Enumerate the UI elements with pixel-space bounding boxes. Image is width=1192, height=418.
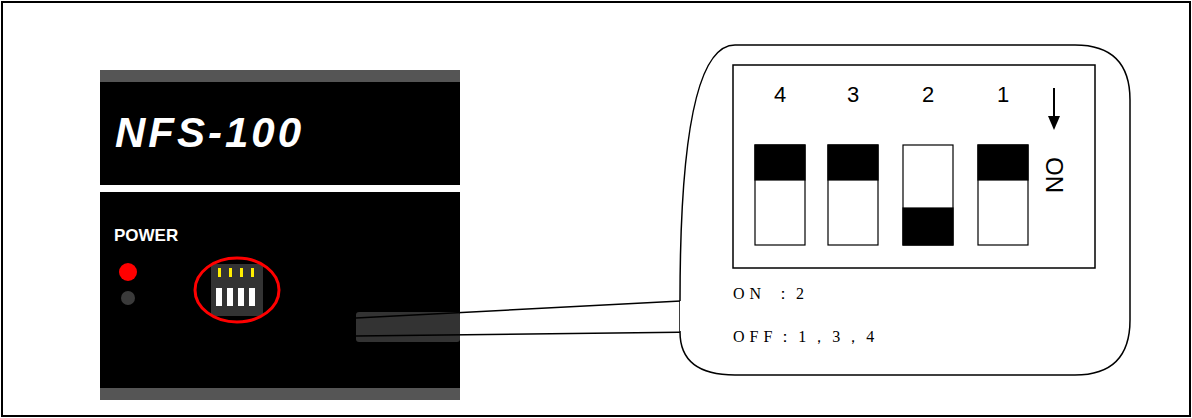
- on-setting: ON ：2: [733, 285, 809, 303]
- on-direction-arrow: [1048, 88, 1060, 130]
- leader-line: [356, 332, 700, 336]
- power-label: POWER: [114, 227, 178, 246]
- off-setting: OFF：1，3，4: [733, 328, 879, 346]
- device-housing: NFS-100POWER: [100, 70, 460, 400]
- dip-switch-housing: [211, 264, 263, 316]
- on-direction-label: ON: [1041, 157, 1067, 193]
- dip-switch-ticks: [216, 268, 255, 306]
- callout-opening: [680, 301, 684, 331]
- status-led: [121, 291, 135, 305]
- switch-number: 1: [997, 83, 1009, 107]
- callout-bubble: [680, 45, 1130, 375]
- top-rail: [100, 70, 460, 82]
- power-led: [119, 263, 137, 281]
- bottom-rail: [100, 388, 460, 400]
- callout-bubble-node: ON ：2 OFF：1，3，4 4 3 2 1ON: [680, 45, 1130, 375]
- separator-band: [100, 185, 460, 192]
- switch-number: 2: [922, 83, 934, 107]
- highlight-ellipse: [195, 258, 279, 322]
- model-name: NFS-100: [115, 110, 304, 156]
- device-body: [100, 70, 460, 400]
- switch-panel-node: 4 3 2 1ON: [733, 65, 1095, 268]
- leader-line: [356, 300, 700, 318]
- switch-panel: [733, 65, 1095, 268]
- dip-switches: [755, 145, 1028, 245]
- switch-number: 4: [774, 83, 786, 107]
- switch-number: 3: [847, 83, 859, 107]
